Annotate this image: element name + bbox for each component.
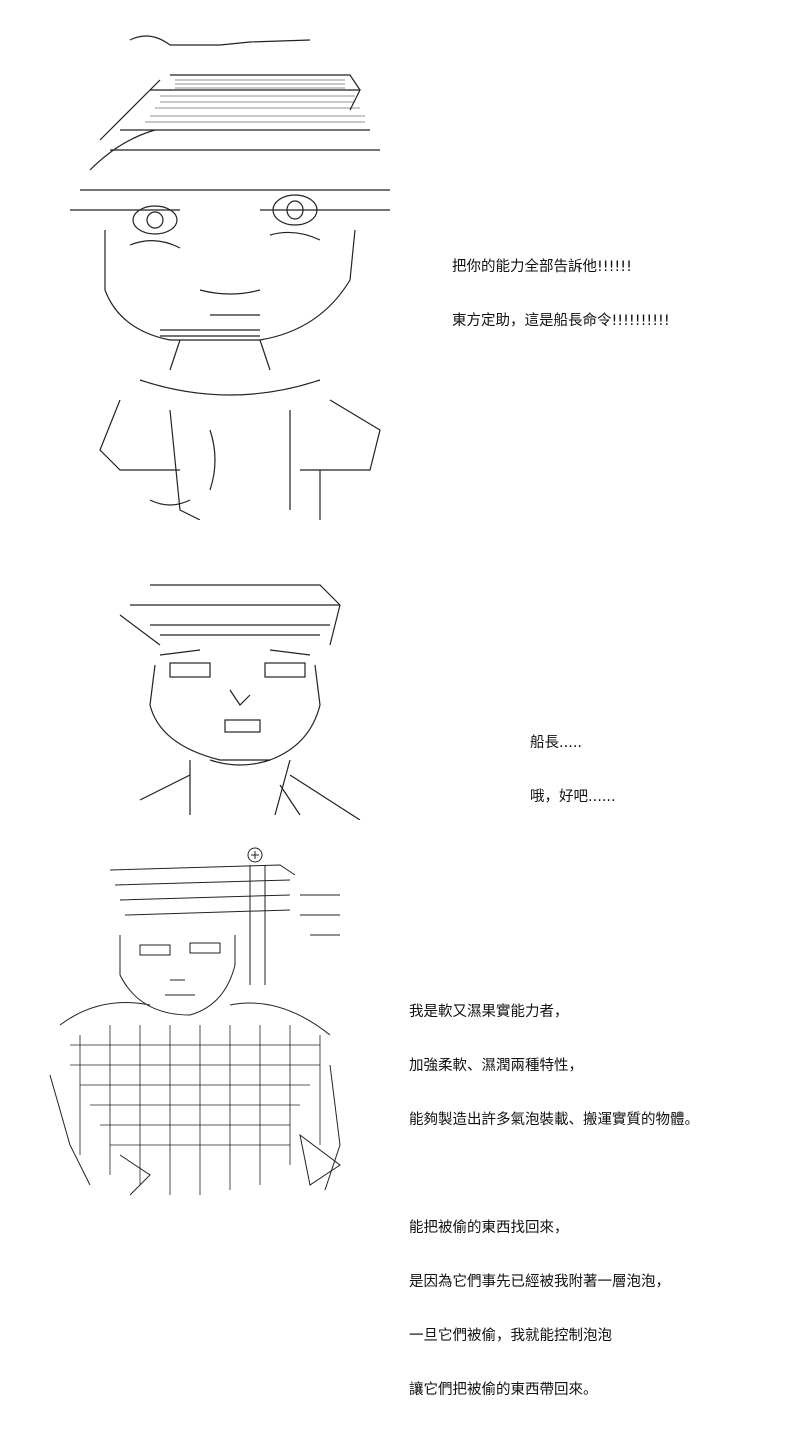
dialog-josuke: 船長..... 哦，好吧...... — [530, 698, 616, 842]
dialog-line: 是因為它們事先已經被我附著一層泡泡， — [409, 1274, 670, 1290]
dialog-captain: 把你的能力全部告訴他!!!!!! 東方定助，這是船長命令!!!!!!!!!! — [452, 222, 670, 366]
dialog-line: 加強柔軟、濕潤兩種特性， — [409, 1058, 583, 1074]
dialog-line: 哦，好吧...... — [530, 789, 616, 805]
ascii-art-josuke-stand — [40, 845, 350, 1200]
dialog-line: 船長..... — [530, 735, 583, 751]
panel-2: 船長..... 哦，好吧...... — [0, 560, 800, 820]
panel-1: 把你的能力全部告訴他!!!!!! 東方定助，這是船長命令!!!!!!!!!! — [0, 0, 800, 520]
ascii-art-captain — [60, 30, 400, 520]
dialog-explanation: 我是軟又濕果實能力者， 加強柔軟、濕潤兩種特性， 能夠製造出許多氣泡裝載、搬運實… — [409, 967, 699, 1435]
dialog-line: 能夠製造出許多氣泡裝載、搬運實質的物體。 — [409, 1112, 699, 1128]
dialog-line: 能把被偷的東西找回來， — [409, 1220, 569, 1236]
ascii-art-josuke-bored — [100, 575, 370, 820]
panel-3: 我是軟又濕果實能力者， 加強柔軟、濕潤兩種特性， 能夠製造出許多氣泡裝載、搬運實… — [0, 840, 800, 1398]
dialog-line: 把你的能力全部告訴他!!!!!! — [452, 259, 632, 275]
paragraph-gap — [409, 1165, 699, 1183]
dialog-line: 我是軟又濕果實能力者， — [409, 1004, 569, 1020]
dialog-line: 東方定助，這是船長命令!!!!!!!!!! — [452, 313, 670, 329]
dialog-line: 一旦它們被偷，我就能控制泡泡 — [409, 1328, 612, 1344]
dialog-line: 讓它們把被偷的東西帶回來。 — [409, 1382, 598, 1398]
